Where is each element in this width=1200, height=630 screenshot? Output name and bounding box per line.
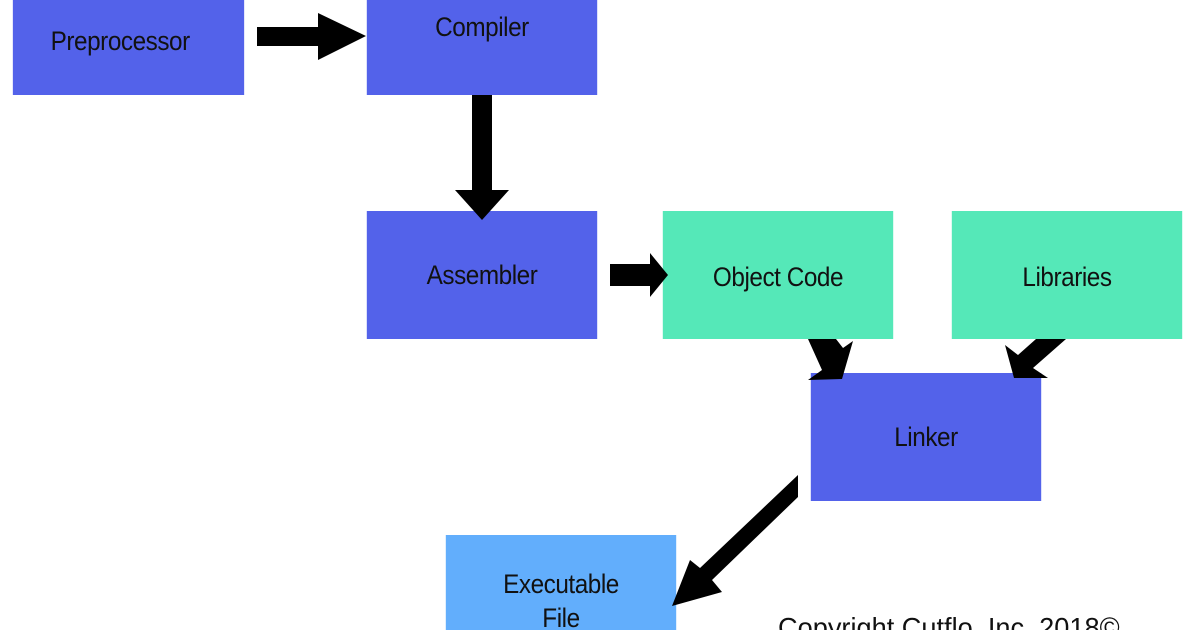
object-code-box: Object Code	[662, 211, 894, 339]
object-code-label: Object Code	[712, 261, 844, 292]
arrow-object-code-to-linker	[808, 339, 853, 380]
assembler-box: Assembler	[366, 211, 598, 339]
compiler-label: Compiler	[435, 12, 529, 42]
arrow-linker-to-executable	[672, 475, 798, 606]
arrow-assembler-to-object-code	[610, 253, 668, 297]
copyright-notice: Copyright Cutflo, Inc. 2018©	[778, 612, 1120, 630]
arrow-compiler-to-assembler	[455, 95, 509, 220]
libraries-label: Libraries	[1022, 261, 1112, 292]
linker-box: Linker	[810, 373, 1042, 501]
arrow-libraries-to-linker	[1005, 339, 1066, 378]
preprocessor-label: Preprocessor	[50, 26, 191, 56]
assembler-label: Assembler	[426, 259, 538, 290]
libraries-box: Libraries	[951, 211, 1183, 339]
executable-label-line2: File	[542, 603, 580, 630]
executable-label-line1: Executable	[503, 569, 619, 599]
preprocessor-box: Preprocessor	[12, 0, 245, 95]
compiler-box: Compiler	[366, 0, 598, 95]
linker-label: Linker	[894, 421, 958, 452]
arrow-preprocessor-to-compiler	[257, 13, 366, 60]
executable-file-box: Executable File	[445, 535, 677, 630]
